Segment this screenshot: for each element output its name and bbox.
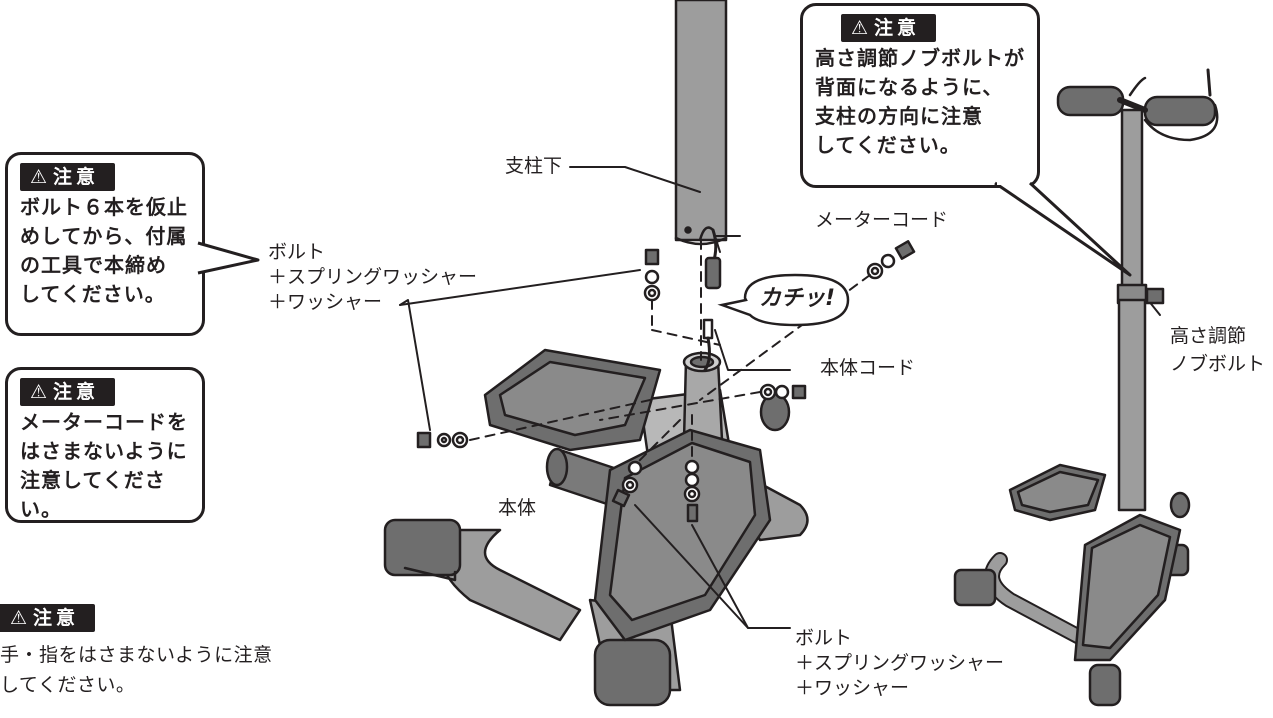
caution-badge: ⚠注意	[841, 14, 937, 42]
caution-badge: ⚠注意	[0, 604, 96, 632]
stepper-assembled	[953, 68, 1219, 707]
caution-badge: ⚠注意	[20, 163, 116, 191]
stepper-body-main	[383, 0, 809, 707]
label-bolt-set-bottom: ボルト ＋スプリングワッシャー ＋ワッシャー	[795, 627, 1005, 699]
callout-tail-knob	[994, 180, 1132, 277]
click-sound-text: カチッ!	[759, 286, 836, 311]
caution-fingers: ⚠注意 手・指をはさまないように注意 してください。	[0, 604, 330, 700]
warning-icon: ⚠	[10, 607, 28, 629]
warning-icon: ⚠	[30, 381, 48, 403]
label-meter-cord: メーターコード	[815, 209, 949, 231]
bolt-set-right-parts	[759, 240, 916, 401]
caution-text-tighten: ボルト６本を仮止 めしてから、付属 の工具で本締め してください。	[20, 195, 188, 306]
leader-lines	[399, 166, 1161, 629]
bolt-set-bottom-parts	[611, 459, 701, 523]
callout-tail-tighten	[196, 241, 260, 275]
warning-icon: ⚠	[851, 17, 869, 39]
caution-text-cord: メーターコードを はさまないように 注意してください。	[20, 410, 188, 521]
label-main-body: 本体	[498, 497, 537, 519]
label-pole-bottom: 支柱下	[505, 155, 563, 177]
caution-text-knob-direction: 高さ調節ノブボルトが 背面になるように、 支柱の方向に注意 してください。	[815, 46, 1025, 157]
warning-icon: ⚠	[30, 166, 48, 188]
label-body-cord: 本体コード	[820, 357, 916, 379]
label-height-knob: 高さ調節 ノブボルト	[1170, 325, 1266, 375]
bolt-set-left-parts	[416, 248, 661, 449]
caution-box-tighten: ⚠注意 ボルト６本を仮止 めしてから、付属 の工具で本締め してください。	[5, 152, 205, 336]
caution-badge: ⚠注意	[20, 378, 116, 406]
label-bolt-set-left: ボルト ＋スプリングワッシャー ＋ワッシャー	[268, 241, 478, 313]
caution-box-cord: ⚠注意 メーターコードを はさまないように 注意してください。	[5, 367, 205, 523]
click-balloon	[717, 273, 850, 327]
caution-box-knob-direction: ⚠注意 高さ調節ノブボルトが 背面になるように、 支柱の方向に注意 してください…	[800, 3, 1040, 188]
caution-text-fingers: 手・指をはさまないように注意 してください。	[0, 644, 273, 696]
